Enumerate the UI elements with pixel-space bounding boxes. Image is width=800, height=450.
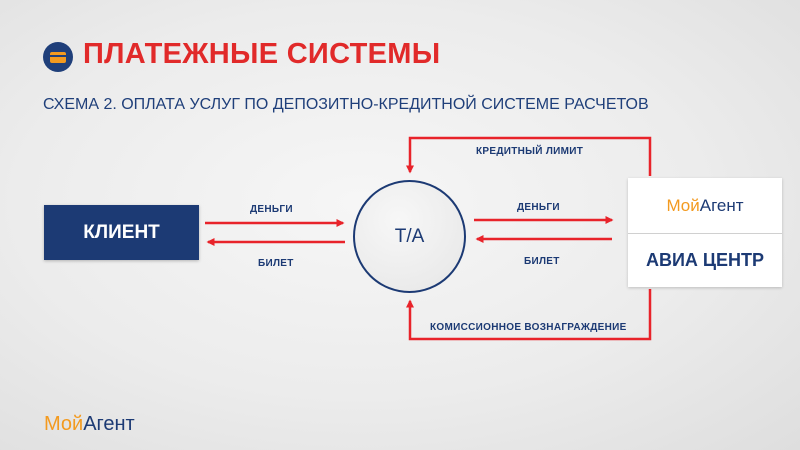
- page-title: ПЛАТЕЖНЫЕ СИСТЕМЫ: [83, 38, 441, 70]
- footer-logo: МойАгент: [44, 413, 135, 436]
- label-money-right: ДЕНЬГИ: [517, 202, 560, 213]
- partner-divider: [628, 233, 782, 234]
- label-credit-limit: КРЕДИТНЫЙ ЛИМИТ: [476, 146, 584, 157]
- page-subtitle: СХЕМА 2. ОПЛАТА УСЛУГ ПО ДЕПОЗИТНО-КРЕДИ…: [43, 96, 649, 113]
- label-money-left: ДЕНЬГИ: [250, 204, 293, 215]
- travel-agent-node: Т/А: [353, 180, 466, 293]
- label-commission: КОМИССИОННОЕ ВОЗНАГРАЖДЕНИЕ: [430, 322, 627, 333]
- footer-logo-part2: Агент: [83, 413, 135, 435]
- arrow-commission: [406, 289, 652, 341]
- footer-logo-part1: Мой: [44, 413, 84, 435]
- label-ticket-left: БИЛЕТ: [258, 258, 294, 269]
- client-label: КЛИЕНТ: [83, 221, 160, 243]
- label-ticket-right: БИЛЕТ: [524, 256, 560, 267]
- card-shape: [50, 52, 66, 63]
- partner-logo-part2: Агент: [699, 195, 744, 215]
- arrow-credit-limit: [406, 136, 652, 176]
- card-icon: [43, 42, 73, 72]
- client-node: КЛИЕНТ: [44, 205, 199, 260]
- partner-logo-part1: Мой: [666, 195, 700, 215]
- card-stripe: [50, 55, 66, 57]
- partner-name: АВИА ЦЕНТР: [645, 250, 765, 270]
- travel-agent-label: Т/А: [394, 225, 425, 247]
